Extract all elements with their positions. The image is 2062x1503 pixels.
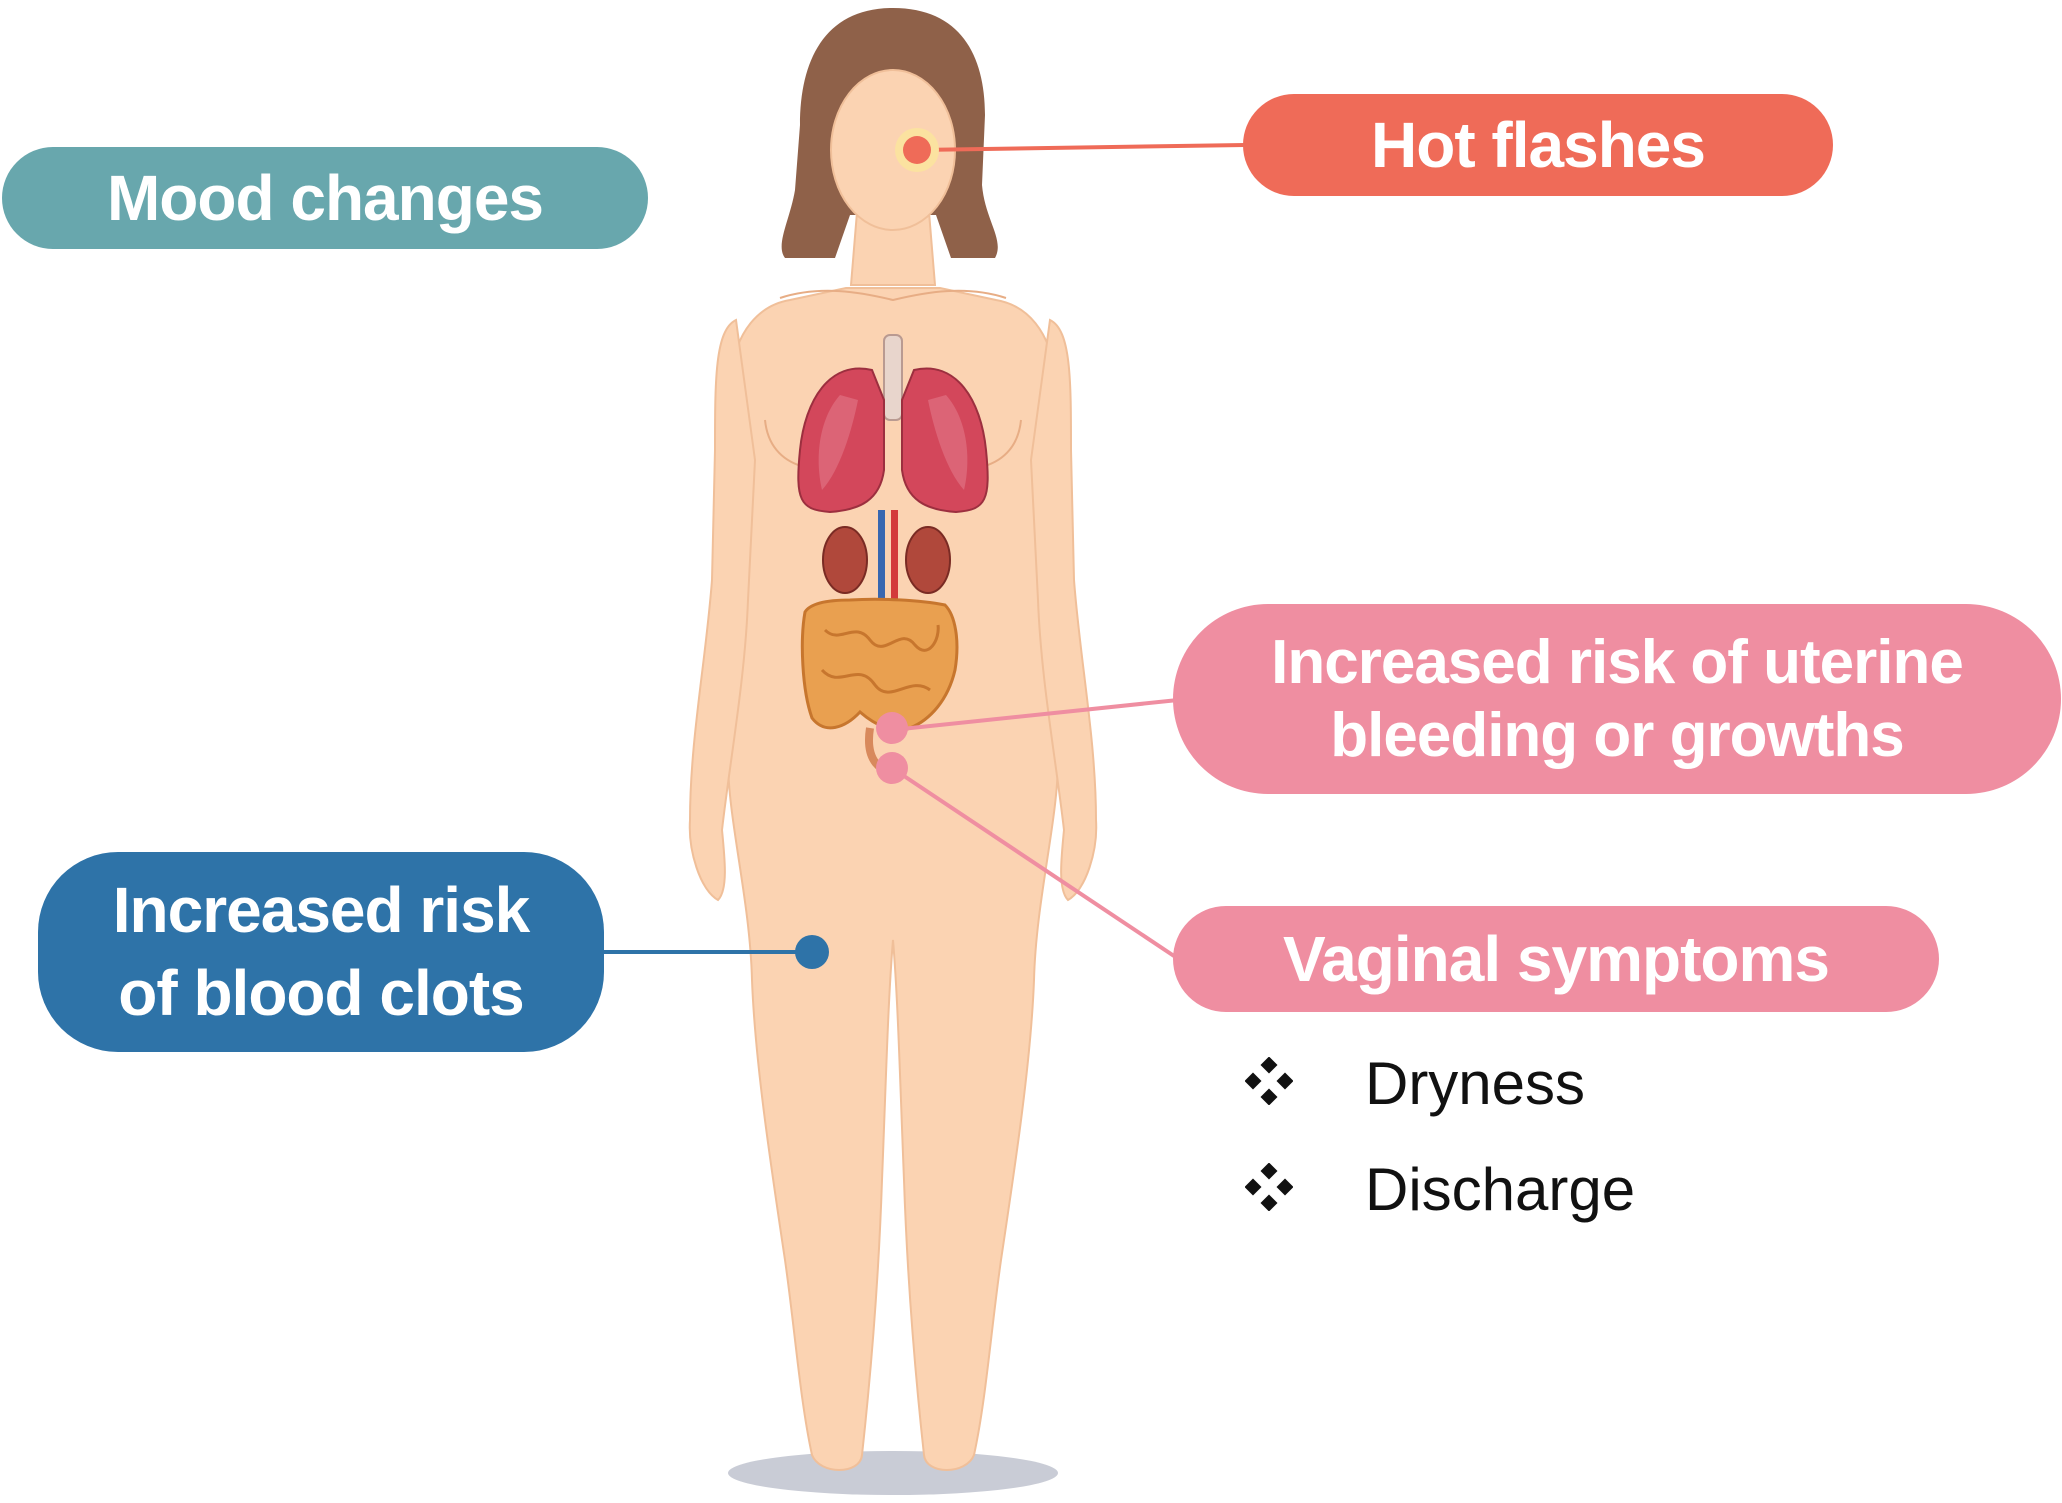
hot-flashes-label: Hot flashes <box>1243 94 1833 196</box>
floor-shadow <box>728 1451 1058 1495</box>
list-item: Dryness <box>1244 1030 1635 1136</box>
hot-flashes-text: Hot flashes <box>1371 109 1706 181</box>
blood-clots-line1: Increased risk <box>112 873 530 946</box>
uterine-risk-line2: bleeding or growths <box>1330 701 1904 770</box>
vaginal-symptoms-text: Vaginal symptoms <box>1283 923 1830 995</box>
vaginal-symptoms-list: Dryness Discharge <box>1244 1030 1636 1242</box>
intestines <box>800 597 959 775</box>
trachea <box>883 334 903 421</box>
blood-clots-label: Increased risk of blood clots <box>38 852 604 1052</box>
vaginal-marker <box>876 752 908 784</box>
lungs <box>797 367 989 514</box>
uterine-marker <box>876 712 908 744</box>
hot-flash-connector <box>917 143 1246 152</box>
diamond-bullet-icon <box>1244 1162 1365 1216</box>
discharge-text: Discharge <box>1365 1155 1636 1223</box>
body-silhouette <box>688 69 1098 1471</box>
clots-marker <box>795 935 829 969</box>
list-item: Discharge <box>1244 1136 1636 1242</box>
uterine-risk-label: Increased risk of uterine bleeding or gr… <box>1173 604 2061 794</box>
mood-changes-label: Mood changes <box>2 147 648 249</box>
vaginal-connector <box>890 766 1182 962</box>
uterine-connector <box>891 698 1179 732</box>
diamond-bullet-icon <box>1244 1056 1365 1110</box>
mood-changes-text: Mood changes <box>106 162 544 234</box>
dryness-text: Dryness <box>1365 1049 1586 1117</box>
vaginal-symptoms-label: Vaginal symptoms <box>1173 906 1939 1012</box>
hot-flash-marker <box>903 136 931 164</box>
collarbone <box>779 289 1007 302</box>
blood-clots-line2: of blood clots <box>118 957 524 1029</box>
uterine-risk-line1: Increased risk of uterine <box>1271 627 1964 697</box>
kidneys <box>822 510 951 610</box>
